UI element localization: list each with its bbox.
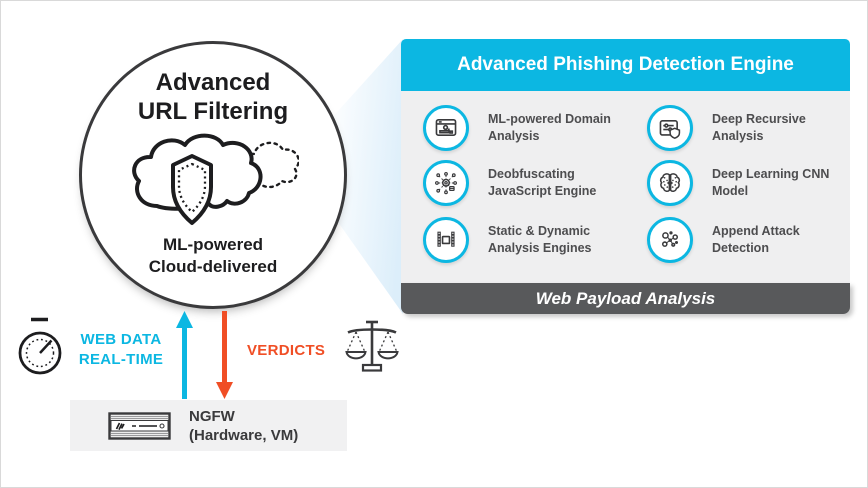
item-label: Static & Dynamic Analysis Engines <box>488 224 592 255</box>
stopwatch-icon <box>18 317 62 375</box>
up-arrow-cyan <box>176 311 193 399</box>
web-payload-analysis-bar: Web Payload Analysis <box>401 283 850 314</box>
item-label: Deep Learning CNN Model <box>712 167 830 198</box>
cloud-shield-icon <box>132 133 299 225</box>
item-label: Deobfuscating JavaScript Engine <box>488 167 597 198</box>
panel-header: Advanced Phishing Detection Engine <box>401 39 850 91</box>
advanced-url-filtering-circle: Advanced URL Filtering ML-powered Cloud-… <box>79 41 347 309</box>
panel-item: Static & Dynamic Analysis Engines <box>423 217 643 263</box>
scales-icon <box>345 320 399 372</box>
item-icon-circle <box>647 160 693 206</box>
panel-item: ML-powered Domain Analysis <box>423 105 643 151</box>
circle-title: Advanced URL Filtering <box>137 69 289 125</box>
window-shield-icon <box>659 120 681 139</box>
ngfw-label: NGFW (Hardware, VM) <box>189 407 299 444</box>
molecule-icon <box>661 231 679 247</box>
item-icon-circle <box>647 105 693 151</box>
ngfw-box: NGFW (Hardware, VM) <box>70 400 347 451</box>
panel-item: Deobfuscating JavaScript Engine <box>423 160 643 206</box>
network-gear-icon <box>435 172 457 195</box>
item-icon-circle <box>423 217 469 263</box>
down-arrow-orange <box>216 311 233 399</box>
brain-icon <box>659 173 681 192</box>
web-data-label: WEB DATA REAL-TIME <box>78 331 164 368</box>
panel-body <box>401 91 850 283</box>
item-icon-circle <box>423 105 469 151</box>
firewall-appliance-icon <box>108 411 171 440</box>
panel-item: Deep Learning CNN Model <box>647 160 867 206</box>
panel-item: Deep Recursive Analysis <box>647 105 867 151</box>
browser-domain-icon <box>435 118 457 136</box>
item-icon-circle <box>423 160 469 206</box>
phishing-detection-panel: Advanced Phishing Detection Engine ML-po… <box>401 39 850 314</box>
verdicts-label: VERDICTS <box>247 342 326 359</box>
circle-subtitle: ML-powered Cloud-delivered <box>148 235 278 276</box>
item-label: Deep Recursive Analysis <box>712 112 806 143</box>
item-label: Append Attack Detection <box>712 224 800 255</box>
item-icon-circle <box>647 217 693 263</box>
panel-item: Append Attack Detection <box>647 217 867 263</box>
item-label: ML-powered Domain Analysis <box>488 112 611 143</box>
chip-icon <box>437 231 455 247</box>
